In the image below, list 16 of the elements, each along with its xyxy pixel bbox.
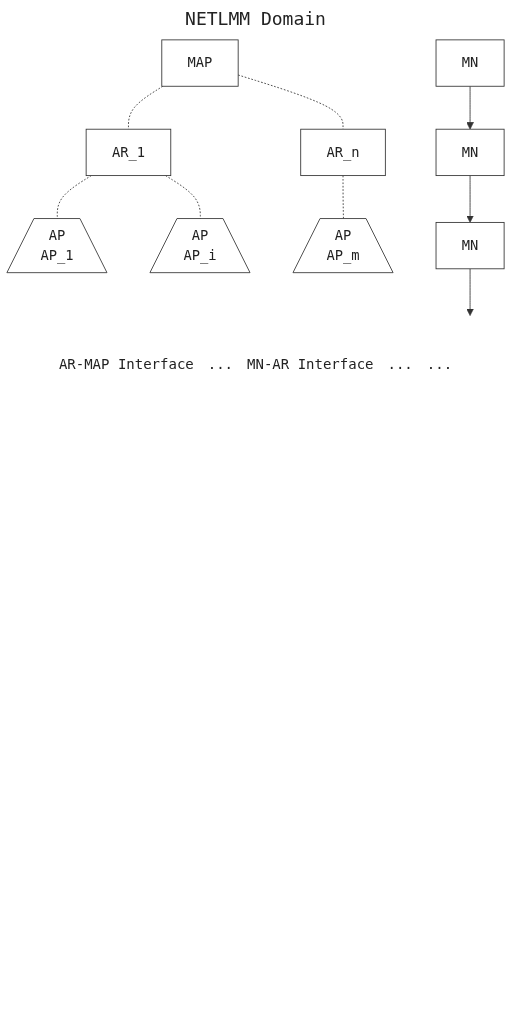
node-box: AR_1 — [85, 128, 172, 176]
connector — [165, 175, 201, 220]
note-text: ... — [387, 356, 413, 373]
node-box: MAP — [161, 39, 239, 87]
node-box: MN — [435, 39, 505, 87]
node-box: MN — [435, 128, 505, 176]
note-text: AR-MAP Interface — [58, 356, 194, 373]
note-text: MN-AR Interface — [247, 356, 374, 373]
node-box: AR_n — [300, 128, 386, 176]
note-text: ... — [207, 356, 234, 373]
note-text: ... — [426, 356, 453, 373]
connector — [56, 175, 92, 220]
connector — [128, 85, 164, 130]
connector — [342, 175, 344, 220]
diagram-title: NETLMM Domain — [184, 8, 327, 29]
node-box: MN — [435, 222, 505, 270]
